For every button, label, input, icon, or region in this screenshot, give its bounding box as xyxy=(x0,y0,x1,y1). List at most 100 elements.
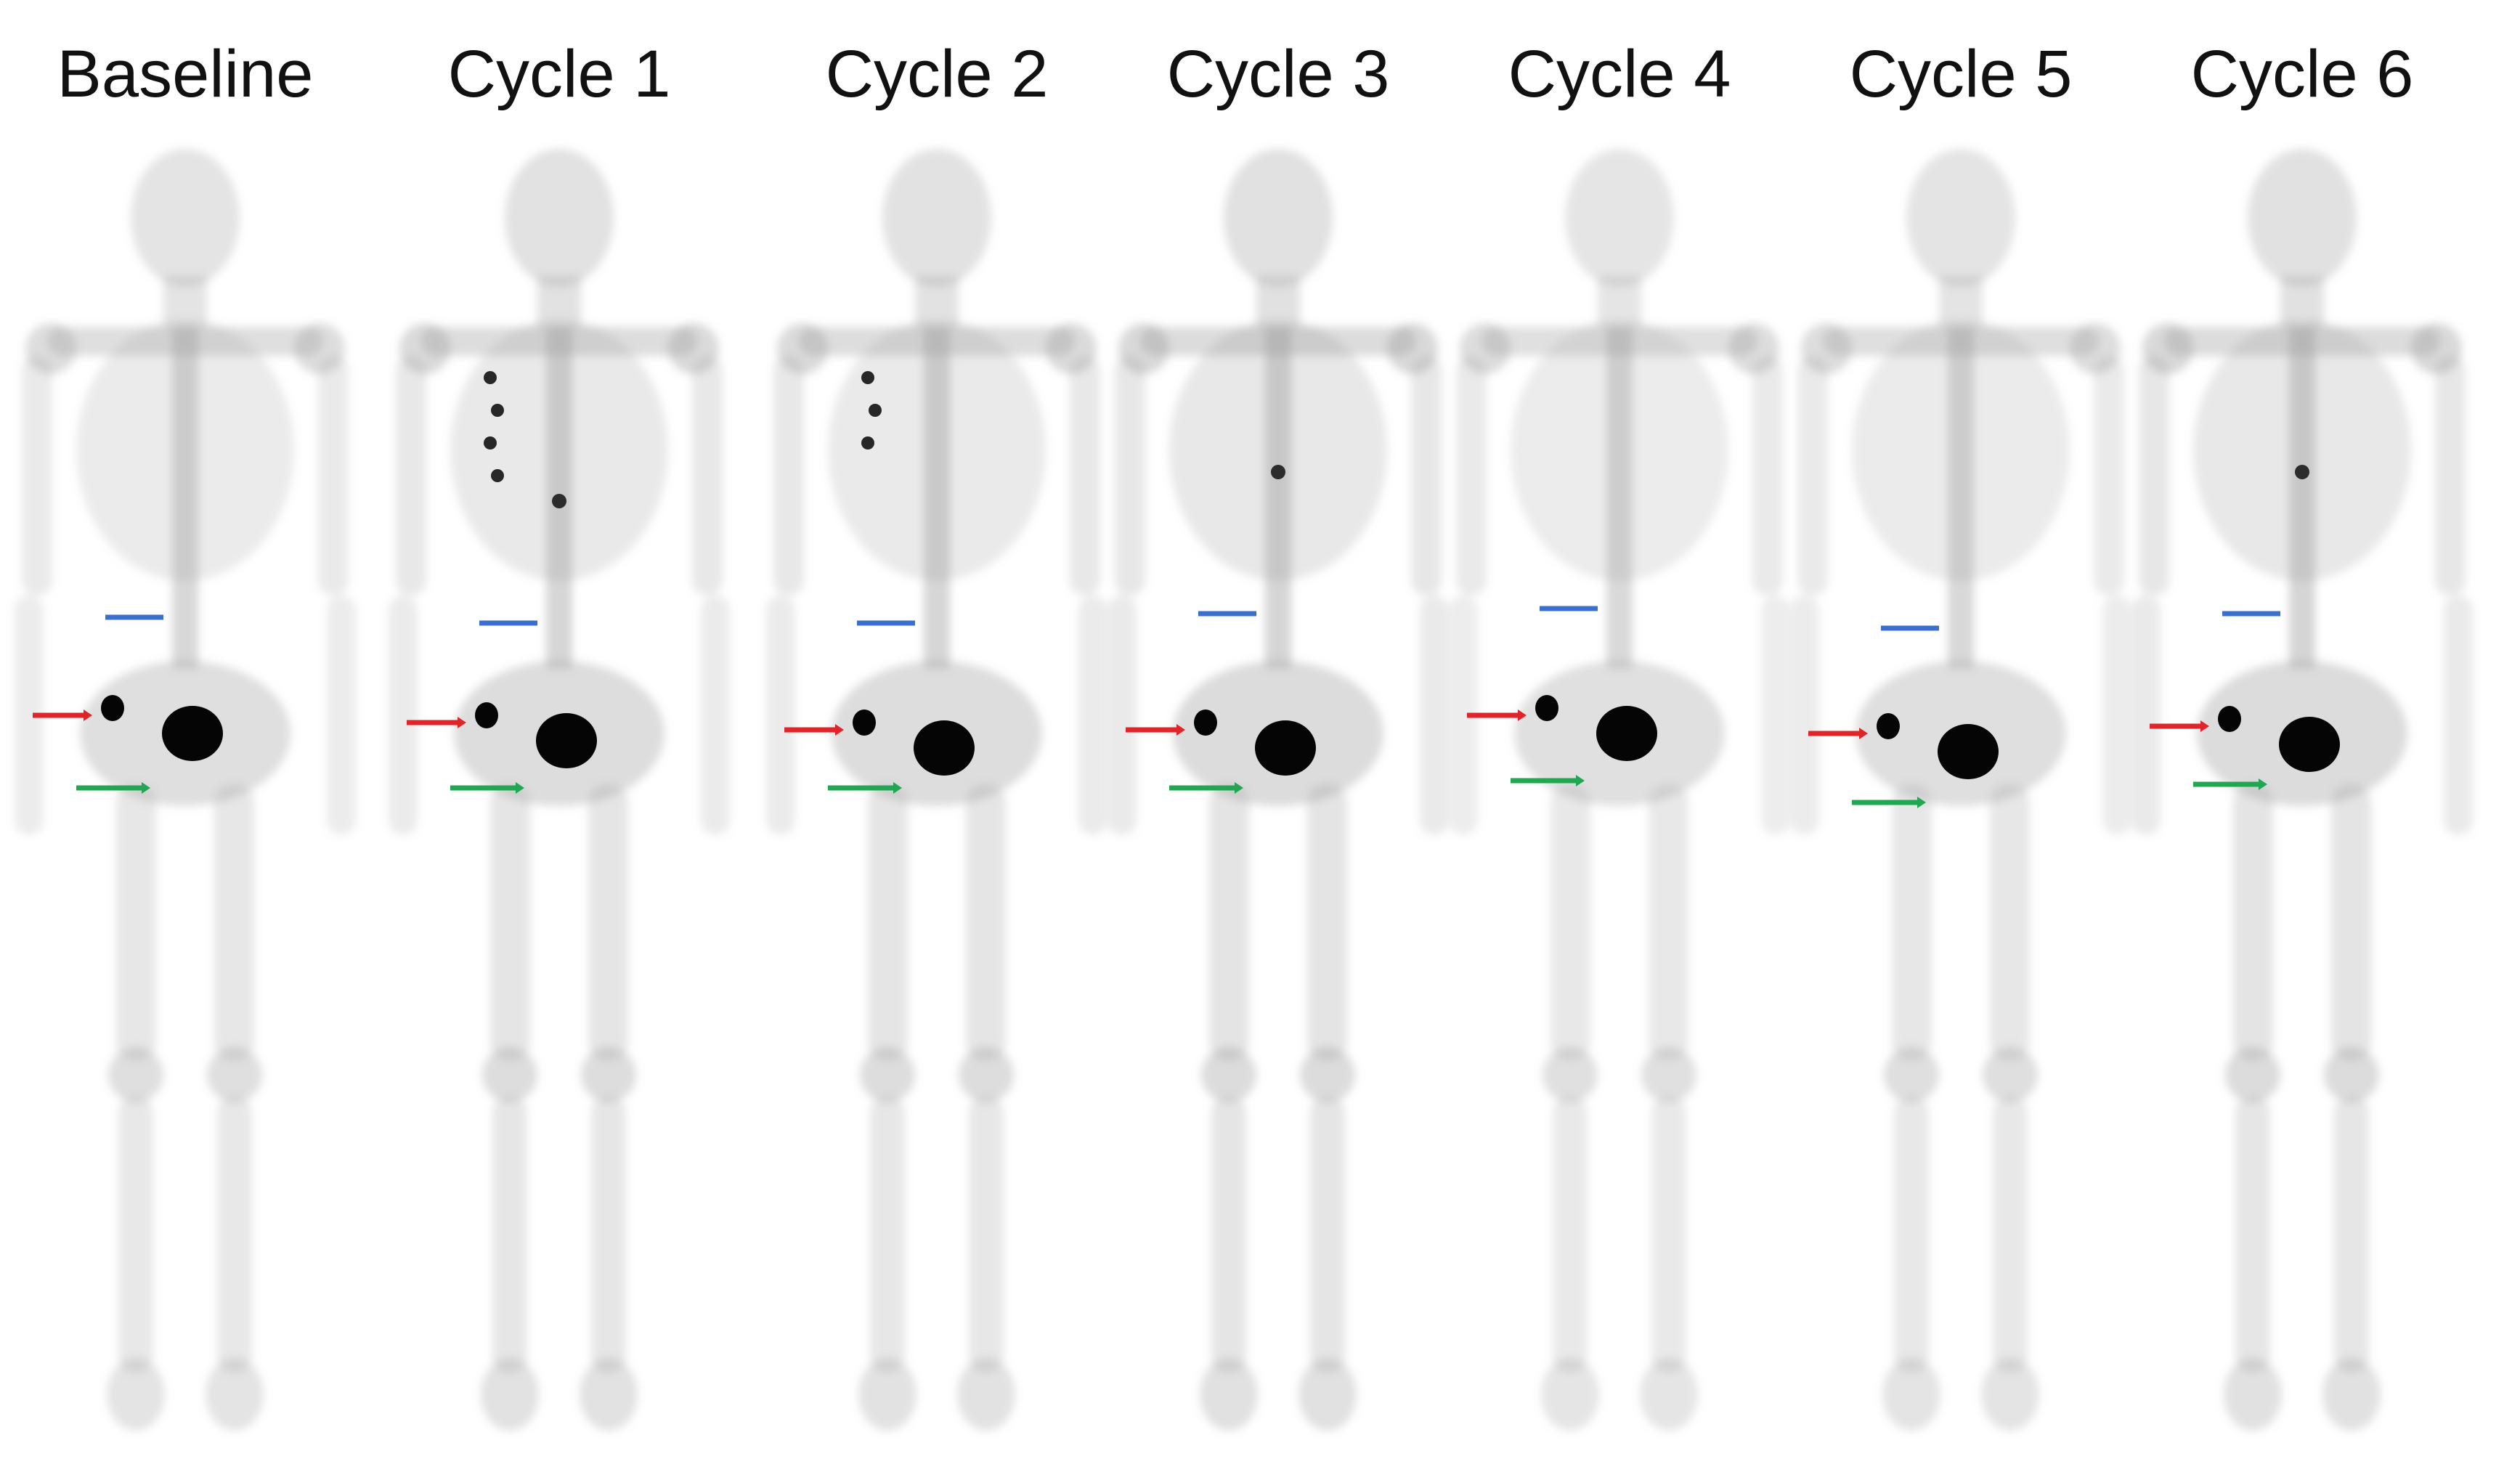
right-knee xyxy=(959,1047,1014,1102)
left-forearm xyxy=(1790,595,1819,835)
green-arrow-head xyxy=(893,782,902,794)
right-upper-arm xyxy=(1752,356,1783,595)
skull xyxy=(1565,149,1674,287)
iliac-lesion-hotspot xyxy=(101,695,124,721)
rib-lesion-hotspot xyxy=(491,469,504,482)
spine xyxy=(924,327,950,668)
right-upper-arm xyxy=(2435,356,2466,595)
right-forearm xyxy=(1420,595,1449,835)
right-femur xyxy=(966,784,1006,1060)
right-femur xyxy=(1990,784,2030,1060)
left-foot xyxy=(2224,1358,2282,1431)
right-forearm xyxy=(1761,595,1790,835)
left-foot xyxy=(107,1358,165,1431)
green-arrow-head xyxy=(1576,775,1585,786)
green-arrow-head xyxy=(142,782,150,794)
green-arrow-head xyxy=(2259,778,2267,790)
left-upper-arm xyxy=(22,356,52,595)
left-foot xyxy=(858,1358,916,1431)
right-knee xyxy=(1300,1047,1355,1102)
body-silhouette-5 xyxy=(1790,149,2131,1431)
panel-label-cycle-6: Cycle 6 xyxy=(2190,37,2414,111)
right-foot xyxy=(206,1358,264,1431)
left-forearm xyxy=(389,595,418,835)
spine xyxy=(1265,327,1291,668)
left-femur xyxy=(1550,784,1590,1060)
right-forearm xyxy=(1078,595,1107,835)
right-tibia xyxy=(1993,1097,2028,1373)
red-arrow-head xyxy=(458,717,466,728)
left-forearm xyxy=(766,595,795,835)
right-upper-arm xyxy=(2094,356,2124,595)
rib-lesion-hotspot xyxy=(861,371,874,384)
left-tibia xyxy=(2235,1097,2270,1373)
left-upper-arm xyxy=(396,356,426,595)
right-femur xyxy=(2331,784,2371,1060)
right-knee xyxy=(2324,1047,2379,1102)
neck xyxy=(1939,276,1983,327)
bladder-hotspot xyxy=(1938,724,1999,779)
left-foot xyxy=(481,1358,539,1431)
iliac-lesion-hotspot xyxy=(475,702,498,728)
red-arrow-head xyxy=(1176,724,1185,736)
bladder-hotspot xyxy=(914,720,975,776)
iliac-lesion-hotspot xyxy=(1535,695,1558,721)
body-silhouette-4 xyxy=(1449,149,1790,1431)
right-foot xyxy=(580,1358,638,1431)
right-femur xyxy=(1307,784,1347,1060)
right-knee xyxy=(207,1047,262,1102)
right-femur xyxy=(588,784,628,1060)
right-femur xyxy=(1649,784,1688,1060)
bladder-hotspot xyxy=(2279,717,2340,772)
left-knee xyxy=(1201,1047,1256,1102)
left-tibia xyxy=(118,1097,153,1373)
neck xyxy=(1256,276,1300,327)
green-arrow-head xyxy=(1917,797,1926,808)
spine xyxy=(2289,327,2315,668)
panel-label-baseline: Baseline xyxy=(57,37,314,111)
body-silhouette-3 xyxy=(1107,149,1449,1431)
neck xyxy=(1598,276,1641,327)
red-arrow-head xyxy=(835,724,844,736)
left-tibia xyxy=(1894,1097,1929,1373)
skull xyxy=(131,149,240,287)
right-tibia xyxy=(2334,1097,2369,1373)
right-foot xyxy=(1298,1358,1357,1431)
panel-label-cycle-5: Cycle 5 xyxy=(1849,37,2073,111)
right-upper-arm xyxy=(1070,356,1100,595)
rib-lesion-hotspot xyxy=(861,436,874,450)
iliac-lesion-hotspot xyxy=(1194,709,1217,736)
left-upper-arm xyxy=(1115,356,1145,595)
right-forearm xyxy=(2444,595,2473,835)
red-arrow-head xyxy=(1859,728,1868,739)
left-tibia xyxy=(870,1097,905,1373)
left-upper-arm xyxy=(773,356,804,595)
rib-lesion-hotspot xyxy=(484,436,497,450)
left-knee xyxy=(482,1047,537,1102)
panel-label-cycle-1: Cycle 1 xyxy=(447,37,671,111)
red-arrow-head xyxy=(2200,720,2209,732)
body-silhouette-1 xyxy=(389,149,730,1431)
left-forearm xyxy=(2131,595,2161,835)
left-foot xyxy=(1200,1358,1258,1431)
skull xyxy=(882,149,991,287)
left-upper-arm xyxy=(1456,356,1487,595)
rib-lesion-hotspot xyxy=(491,404,504,417)
right-tibia xyxy=(217,1097,252,1373)
neck xyxy=(163,276,207,327)
left-foot xyxy=(1541,1358,1599,1431)
left-tibia xyxy=(1553,1097,1588,1373)
left-upper-arm xyxy=(1797,356,1828,595)
right-knee xyxy=(1983,1047,2038,1102)
left-femur xyxy=(490,784,530,1060)
right-foot xyxy=(957,1358,1015,1431)
iliac-lesion-hotspot xyxy=(853,709,876,736)
neck xyxy=(2280,276,2324,327)
body-silhouette-2 xyxy=(766,149,1107,1431)
right-forearm xyxy=(2102,595,2131,835)
green-arrow-head xyxy=(516,782,524,794)
spine xyxy=(172,327,198,668)
skull xyxy=(505,149,614,287)
bladder-hotspot xyxy=(1596,706,1657,761)
